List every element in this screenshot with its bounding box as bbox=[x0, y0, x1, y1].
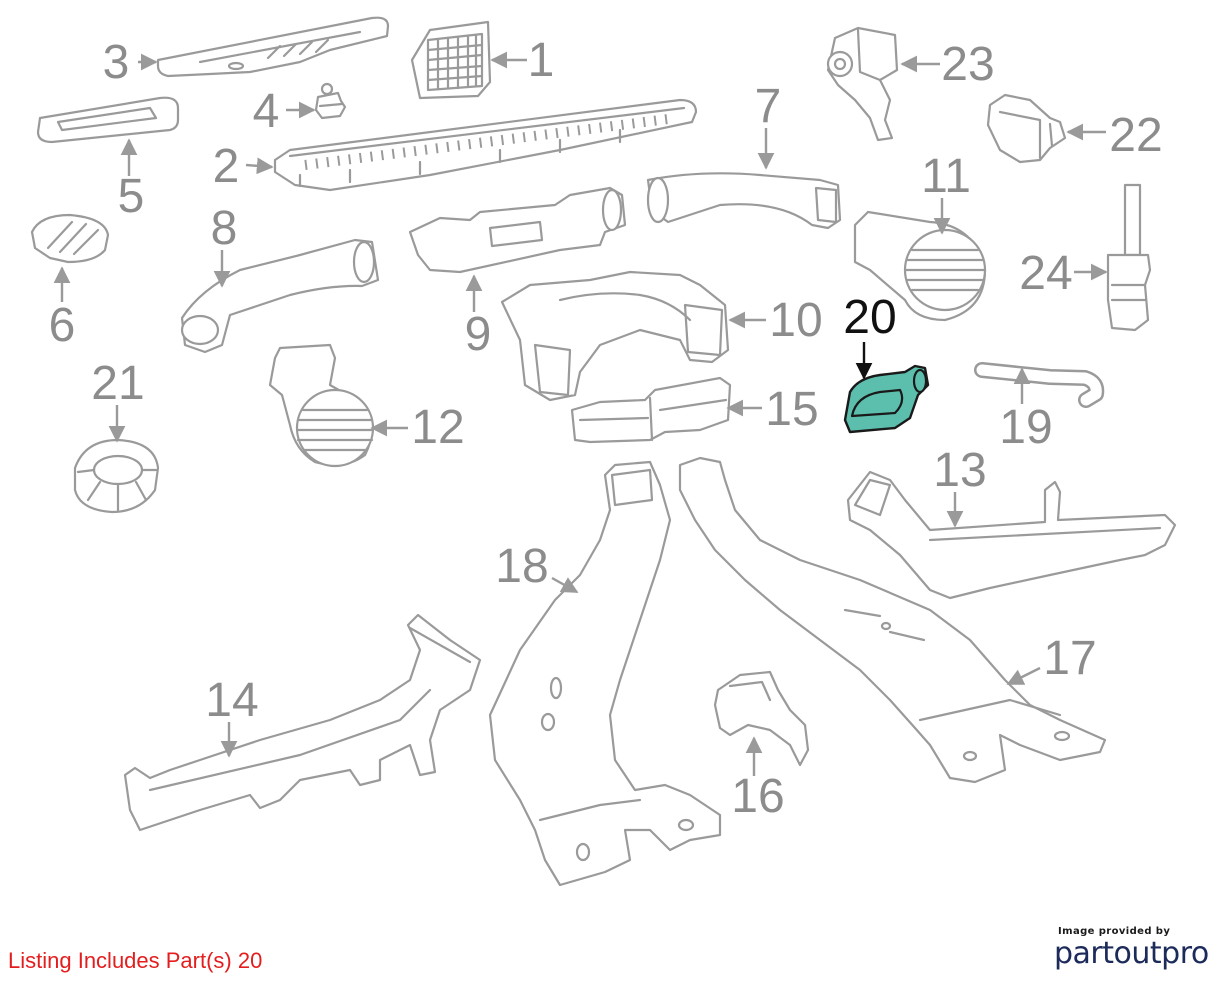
callout-label-10: 10 bbox=[769, 294, 822, 347]
callout-label-2: 2 bbox=[213, 140, 240, 193]
part-7 bbox=[646, 172, 842, 230]
callout-label-16: 16 bbox=[731, 770, 784, 823]
callout-label-17: 17 bbox=[1043, 632, 1096, 685]
part-17 bbox=[678, 456, 1107, 784]
part-3 bbox=[156, 16, 390, 78]
listing-parts-note: Listing Includes Part(s) 20 bbox=[8, 948, 263, 973]
part-10 bbox=[500, 270, 730, 402]
part-24 bbox=[1106, 183, 1152, 332]
callout-arrow-17 bbox=[1006, 666, 1041, 686]
part-6 bbox=[30, 213, 110, 264]
callout-label-19: 19 bbox=[999, 401, 1052, 454]
callout-label-24: 24 bbox=[1019, 247, 1072, 300]
part-5 bbox=[36, 96, 180, 144]
callout-label-7: 7 bbox=[755, 80, 782, 133]
callout-label-6: 6 bbox=[49, 299, 76, 352]
part-23 bbox=[826, 26, 899, 142]
callout-label-8: 8 bbox=[211, 202, 238, 255]
part-12 bbox=[268, 343, 375, 468]
callout-label-15: 15 bbox=[765, 383, 818, 436]
callout-label-20: 20 bbox=[843, 291, 896, 344]
callout-label-21: 21 bbox=[91, 357, 144, 410]
part-11 bbox=[853, 210, 987, 322]
callout-label-11: 11 bbox=[921, 150, 971, 203]
part-18 bbox=[488, 460, 722, 887]
part-20 bbox=[843, 364, 930, 434]
callout-label-12: 12 bbox=[411, 401, 464, 454]
part-2 bbox=[273, 98, 698, 192]
callout-label-18: 18 bbox=[495, 540, 548, 593]
callout-label-1: 1 bbox=[528, 34, 555, 87]
part-15 bbox=[570, 376, 732, 444]
callout-label-14: 14 bbox=[205, 674, 258, 727]
callout-label-4: 4 bbox=[253, 85, 280, 138]
callout-arrow-2 bbox=[245, 157, 274, 175]
callout-label-3: 3 bbox=[103, 36, 130, 89]
part-19 bbox=[974, 362, 1105, 408]
callout-label-23: 23 bbox=[941, 38, 994, 91]
part-8 bbox=[180, 238, 380, 354]
callout-label-5: 5 bbox=[118, 170, 145, 223]
part-14 bbox=[123, 613, 482, 832]
part-1 bbox=[410, 20, 492, 100]
image-credit-caption: Image provided by bbox=[1058, 926, 1171, 937]
part-22 bbox=[986, 93, 1067, 164]
part-21 bbox=[73, 438, 160, 514]
callout-label-22: 22 bbox=[1109, 109, 1162, 162]
part-13 bbox=[846, 470, 1177, 600]
callout-arrow-18 bbox=[551, 576, 579, 594]
part-16 bbox=[713, 670, 810, 767]
callout-label-13: 13 bbox=[933, 444, 986, 497]
part-9 bbox=[408, 186, 627, 274]
part-4 bbox=[314, 82, 347, 120]
partoutpro-logo: partoutpro bbox=[1054, 936, 1209, 971]
callout-label-9: 9 bbox=[465, 308, 492, 361]
